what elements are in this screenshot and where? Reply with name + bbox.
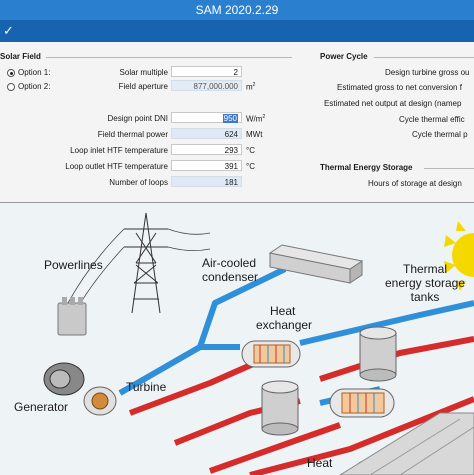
option1-label: Option 1:	[18, 68, 51, 77]
loop-inlet-unit: °C	[246, 146, 255, 155]
solar-field-heading: Solar Field	[0, 52, 292, 61]
power-pylon-icon	[124, 212, 168, 314]
plant-diagram: Powerlines Air-cooled condenser Heat exc…	[0, 202, 474, 475]
loop-inlet-label: Loop inlet HTF temperature	[70, 146, 168, 155]
heat-exchanger-icon	[241, 340, 301, 368]
field-aperture-label: Field aperture	[118, 82, 168, 91]
design-turbine-label: Design turbine gross ou	[385, 68, 470, 77]
heat-exchanger-label-line1: Heat	[270, 304, 296, 318]
powerlines-label: Powerlines	[44, 258, 103, 272]
thermal-power-label: Cycle thermal p	[412, 130, 468, 139]
field-thermal-power-label: Field thermal power	[97, 130, 168, 139]
field-thermal-power-value: 624	[171, 128, 242, 139]
num-loops-label: Number of loops	[109, 178, 168, 187]
solar-collector-icon	[339, 412, 474, 475]
loop-outlet-unit: °C	[246, 162, 255, 171]
net-output-label: Estimated net output at design (namep	[324, 99, 462, 108]
design-dni-value: 950	[222, 114, 238, 123]
hot-pipe	[128, 336, 474, 475]
storage-label-line3: tanks	[410, 290, 440, 304]
plant-illustration	[43, 212, 474, 475]
design-dni-input[interactable]: 950	[171, 112, 242, 123]
storage-tank-2-icon	[359, 326, 397, 382]
field-thermal-power-unit: MWt	[246, 130, 263, 139]
toolbar: ✓	[0, 20, 474, 42]
solar-multiple-label: Solar multiple	[119, 68, 168, 77]
window-title: SAM 2020.2.29	[195, 3, 279, 17]
storage-label-line2: energy storage	[384, 276, 466, 290]
thermal-eff-label: Cycle thermal effic	[399, 115, 465, 124]
option2-radio[interactable]	[7, 83, 15, 91]
heat-exchanger-label-line2: exchanger	[256, 318, 313, 332]
storage-tank-icon	[261, 380, 299, 436]
heat-label: Heat	[307, 456, 333, 470]
field-aperture-input[interactable]: 877,000.000	[171, 80, 242, 91]
power-cycle-heading: Power Cycle	[320, 52, 474, 61]
sun-icon	[444, 221, 474, 291]
design-dni-unit: W/m2	[246, 114, 266, 124]
solar-multiple-input[interactable]: 2	[171, 66, 242, 77]
air-cooled-condenser-icon	[268, 244, 364, 284]
field-aperture-unit: m2	[246, 82, 256, 92]
gross-to-net-label: Estimated gross to net conversion f	[337, 83, 462, 92]
num-loops-value: 181	[171, 176, 242, 187]
heat-exchanger-2-icon	[329, 388, 395, 418]
condenser-label-line2: condenser	[202, 270, 259, 284]
option1-radio[interactable]	[7, 69, 15, 77]
generator-icon	[43, 362, 85, 396]
condenser-label-line1: Air-cooled	[202, 256, 257, 270]
loop-inlet-input[interactable]: 293	[171, 144, 242, 155]
turbine-label: Turbine	[126, 380, 167, 394]
storage-label-line1: Thermal	[402, 262, 447, 276]
tes-heading: Thermal Energy Storage	[320, 163, 474, 172]
checkmark-icon[interactable]: ✓	[3, 23, 14, 38]
generator-label: Generator	[14, 400, 69, 414]
loop-outlet-label: Loop outlet HTF temperature	[65, 162, 168, 171]
turbine-icon	[83, 386, 117, 416]
input-form: Solar Field Option 1: Option 2: Solar mu…	[0, 42, 474, 202]
option2-label: Option 2:	[18, 82, 51, 91]
window-title-bar: SAM 2020.2.29	[0, 0, 474, 20]
transformer-icon	[57, 297, 87, 336]
design-dni-label: Design point DNI	[107, 114, 168, 123]
hours-storage-label: Hours of storage at design	[368, 179, 462, 188]
loop-outlet-input[interactable]: 391	[171, 160, 242, 171]
